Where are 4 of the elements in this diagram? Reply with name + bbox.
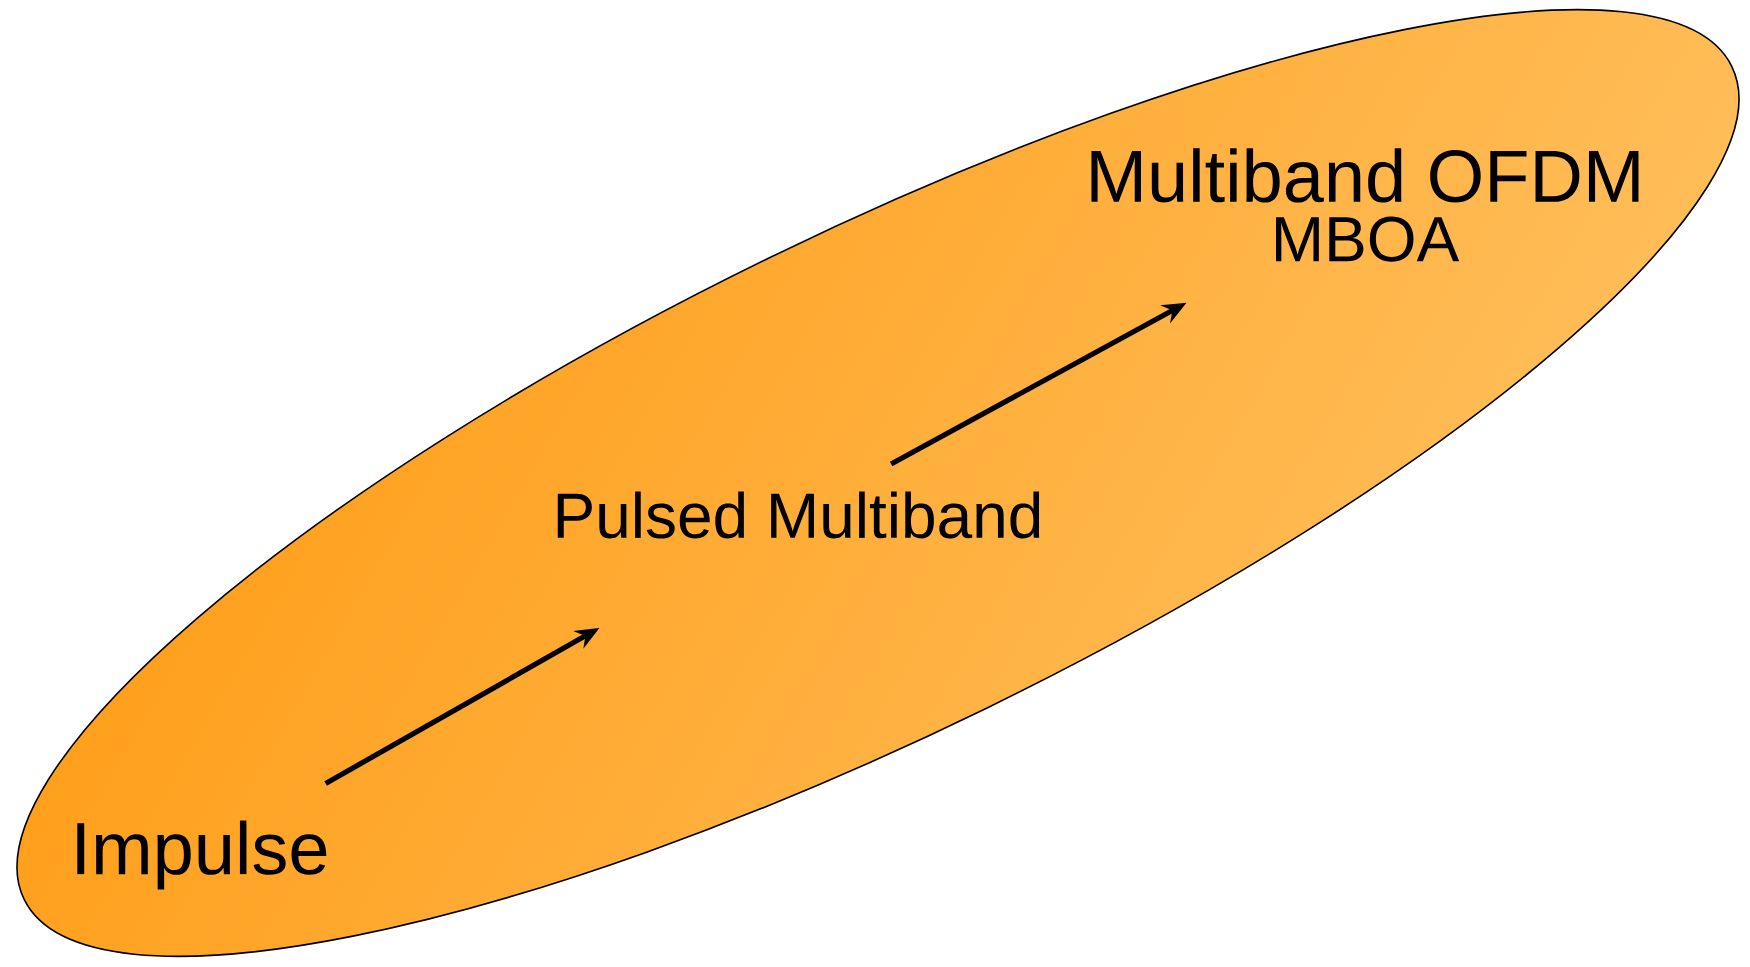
node-label: Pulsed Multiband bbox=[557, 491, 1040, 539]
node-label: Multiband OFDM bbox=[1091, 148, 1639, 203]
node-label: Impulse bbox=[77, 820, 327, 890]
node-sublabel: MBOA bbox=[1276, 216, 1460, 262]
